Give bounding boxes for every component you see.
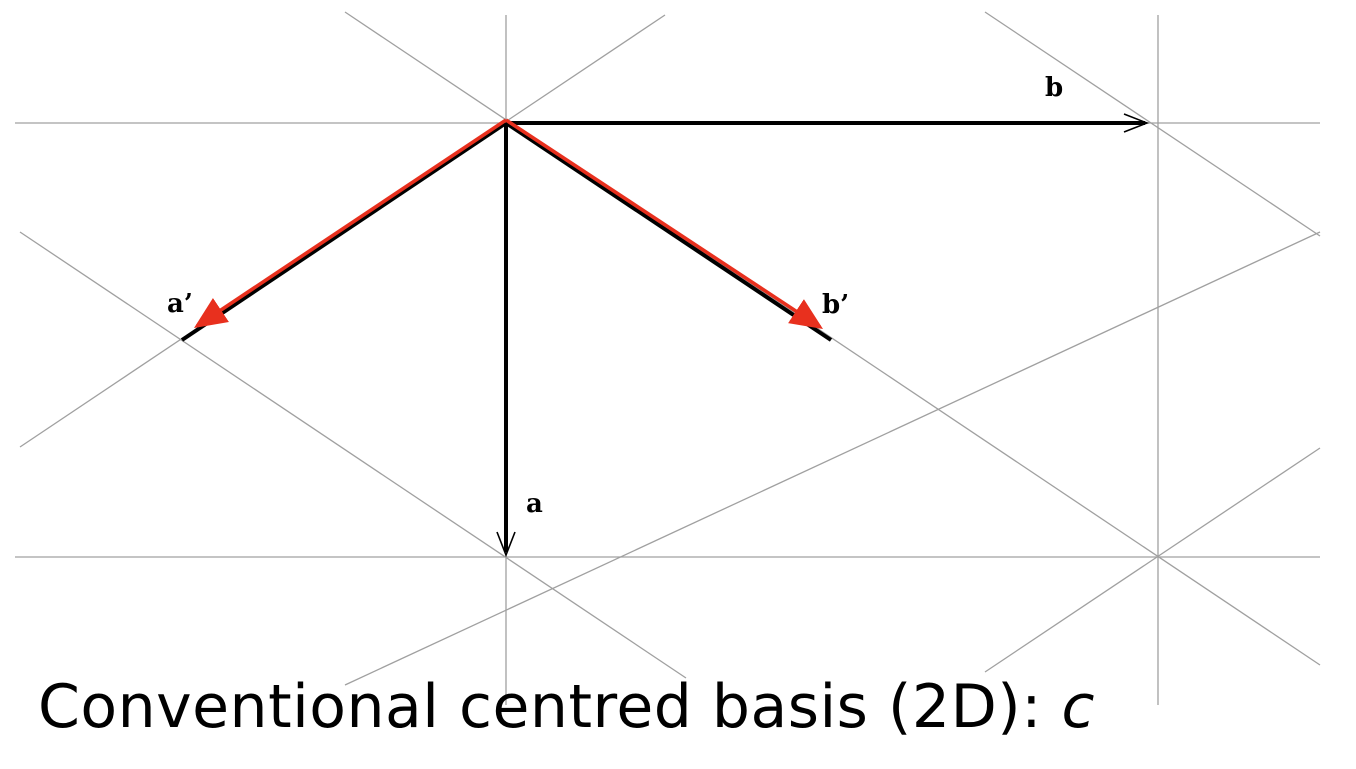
lattice-grid: [15, 11, 1321, 705]
arrowheads: [496, 113, 1150, 558]
grid-line-diagonal: [344, 11, 1321, 666]
primitive-vectors: [194, 118, 824, 329]
arrowhead-a: [496, 531, 516, 558]
grid-line-diagonal: [984, 11, 1321, 237]
caption-trailing: c: [1061, 672, 1095, 742]
vector-a-prime: [194, 118, 507, 328]
grid-line-diagonal: [984, 447, 1321, 673]
caption: Conventional centred basis (2D): c: [38, 672, 1095, 742]
grid-line-diagonal: [344, 231, 1321, 686]
vector-a-prime-shadow: [180, 121, 508, 342]
label-a: a: [526, 489, 543, 519]
label-a-prime: a’: [167, 289, 193, 319]
conventional-vectors: [180, 121, 1145, 552]
caption-text: Conventional centred basis (2D):: [38, 672, 1042, 742]
vector-b-prime: [505, 118, 824, 329]
arrowhead-b: [1123, 113, 1150, 133]
vector-b-prime-shadow: [504, 121, 833, 342]
label-b: b: [1045, 73, 1063, 103]
label-b-prime: b’: [822, 290, 849, 320]
grid-line-diagonal: [19, 231, 687, 679]
